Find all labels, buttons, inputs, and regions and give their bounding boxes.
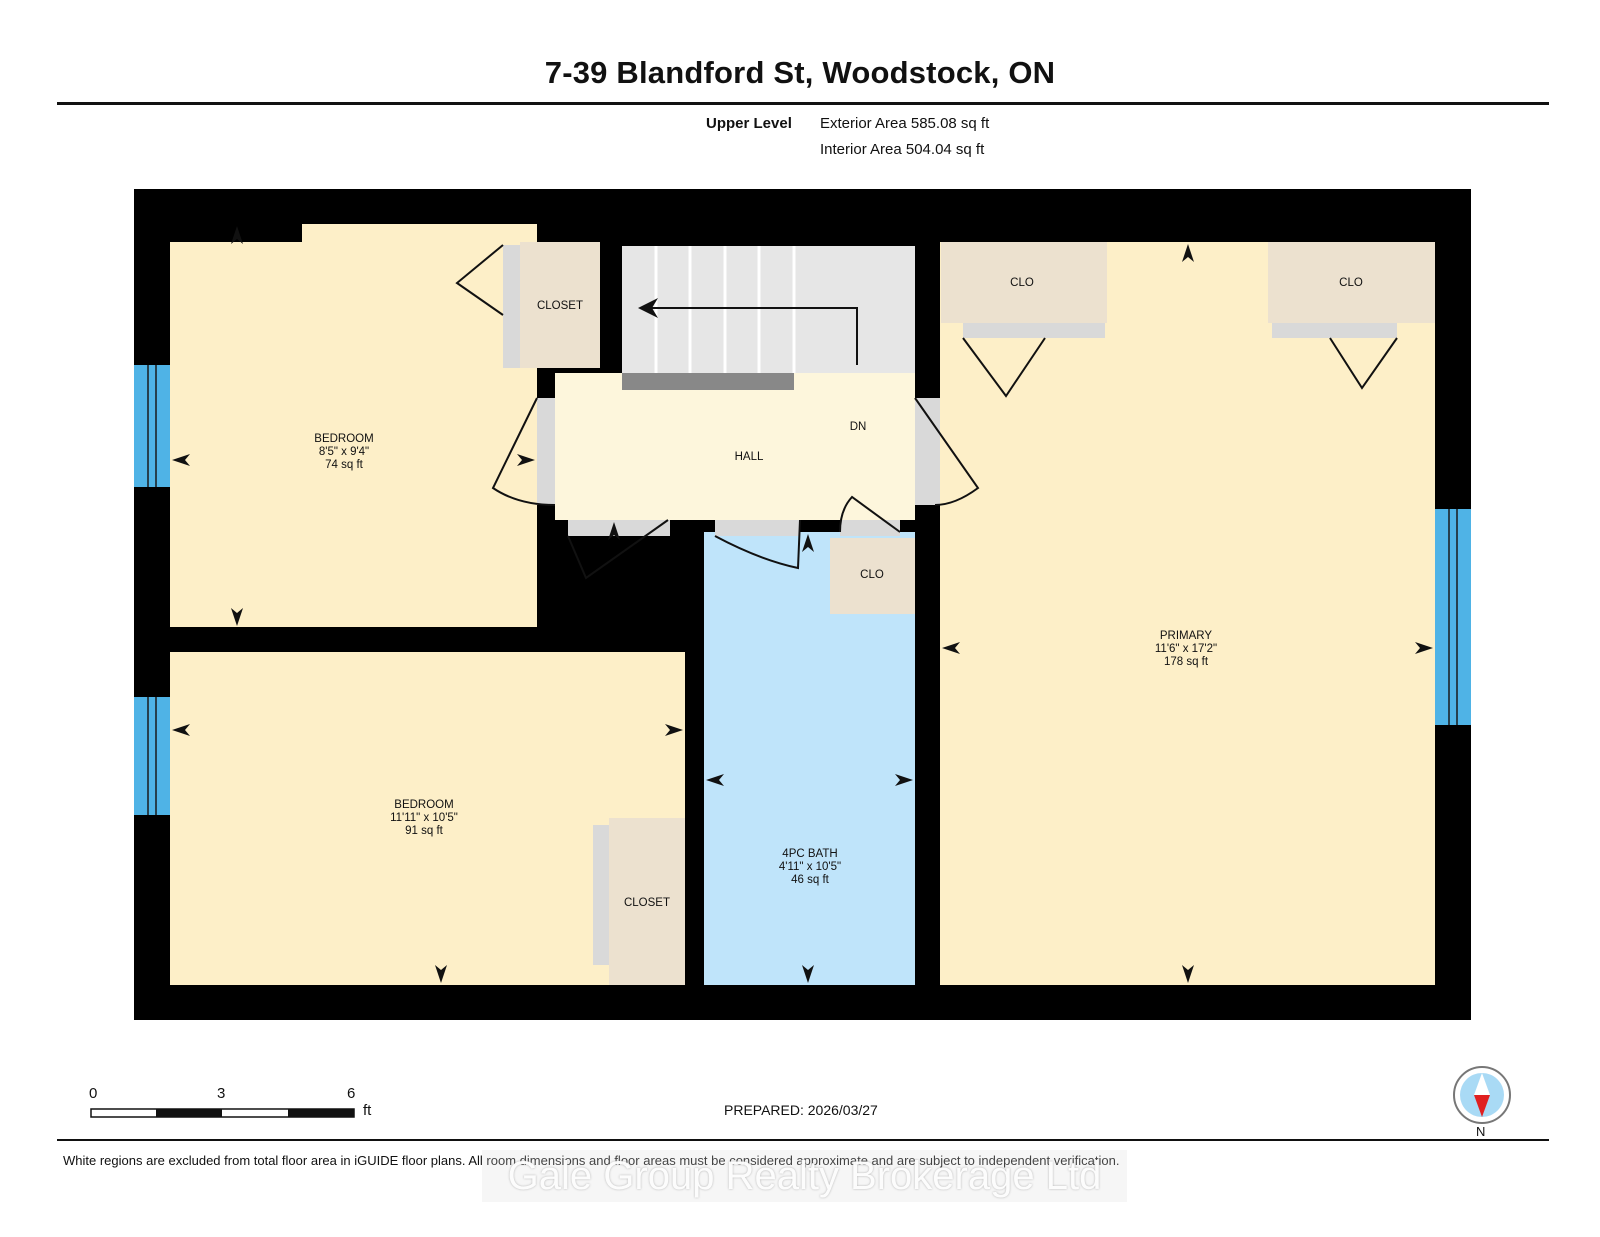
stairs (622, 246, 915, 373)
scale-label-3: 3 (217, 1085, 226, 1102)
hall-name: HALL (735, 451, 764, 463)
prepared-date: PREPARED: 2026/03/27 (724, 1102, 878, 1118)
scale-bar (90, 1108, 355, 1118)
page-title: 7-39 Blandford St, Woodstock, ON (544, 55, 1056, 90)
door-swings (455, 244, 1398, 580)
level-name: Upper Level (706, 115, 792, 132)
bedroom-1-floor (170, 224, 537, 627)
watermark-text: Gale Group Realty Brokerage Ltd (482, 1150, 1127, 1202)
scale-label-6: 6 (347, 1085, 356, 1102)
bath-dims: 4'11" x 10'5" (779, 861, 841, 873)
dimension-arrows (172, 226, 1433, 983)
disclaimer-text: White regions are excluded from total fl… (63, 1153, 1120, 1168)
closet-bottom (609, 818, 685, 985)
clo-right-label: CLO (1339, 277, 1363, 289)
compass-icon (1453, 1066, 1511, 1124)
clo-hall-label: CLO (860, 569, 884, 581)
scale-unit: ft (363, 1102, 372, 1119)
bath-name: 4PC BATH (782, 848, 837, 860)
primary-floor (940, 242, 1435, 985)
hall-floor (555, 373, 915, 520)
primary-dims: 11'6" x 17'2" (1155, 643, 1217, 655)
closet-top (520, 242, 600, 368)
scale-label-0: 0 (89, 1085, 98, 1102)
bedroom-2-area: 91 sq ft (405, 825, 444, 837)
primary-name: PRIMARY (1160, 630, 1213, 642)
bath-area: 46 sq ft (791, 874, 830, 886)
stair-landing-edge (622, 373, 794, 390)
interior-area: Interior Area 504.04 sq ft (820, 141, 985, 158)
bedroom-2-dims: 11'11" x 10'5" (390, 812, 458, 824)
closet-top-label: CLOSET (537, 300, 583, 312)
clo-primary-right (1268, 242, 1435, 323)
bedroom-1-dims: 8'5" x 9'4" (319, 446, 369, 458)
clo-primary-left (941, 242, 1107, 323)
closet-bottom-label: CLOSET (624, 897, 670, 909)
compass-label: N (1476, 1124, 1486, 1139)
clo-hall (830, 538, 915, 614)
stairs-down-label: DN (850, 421, 867, 433)
primary-area: 178 sq ft (1164, 656, 1209, 668)
door-jambs (503, 245, 1397, 965)
stairs-direction-arrow (638, 298, 858, 365)
bedroom-2-name: BEDROOM (394, 799, 453, 811)
bedroom-1-name: BEDROOM (314, 433, 373, 445)
clo-left-label: CLO (1010, 277, 1034, 289)
title-divider (57, 102, 1549, 105)
windows (134, 365, 1471, 815)
bedroom-1-area: 74 sq ft (325, 459, 364, 471)
exterior-area: Exterior Area 585.08 sq ft (820, 115, 990, 132)
footer-divider (57, 1139, 1549, 1141)
